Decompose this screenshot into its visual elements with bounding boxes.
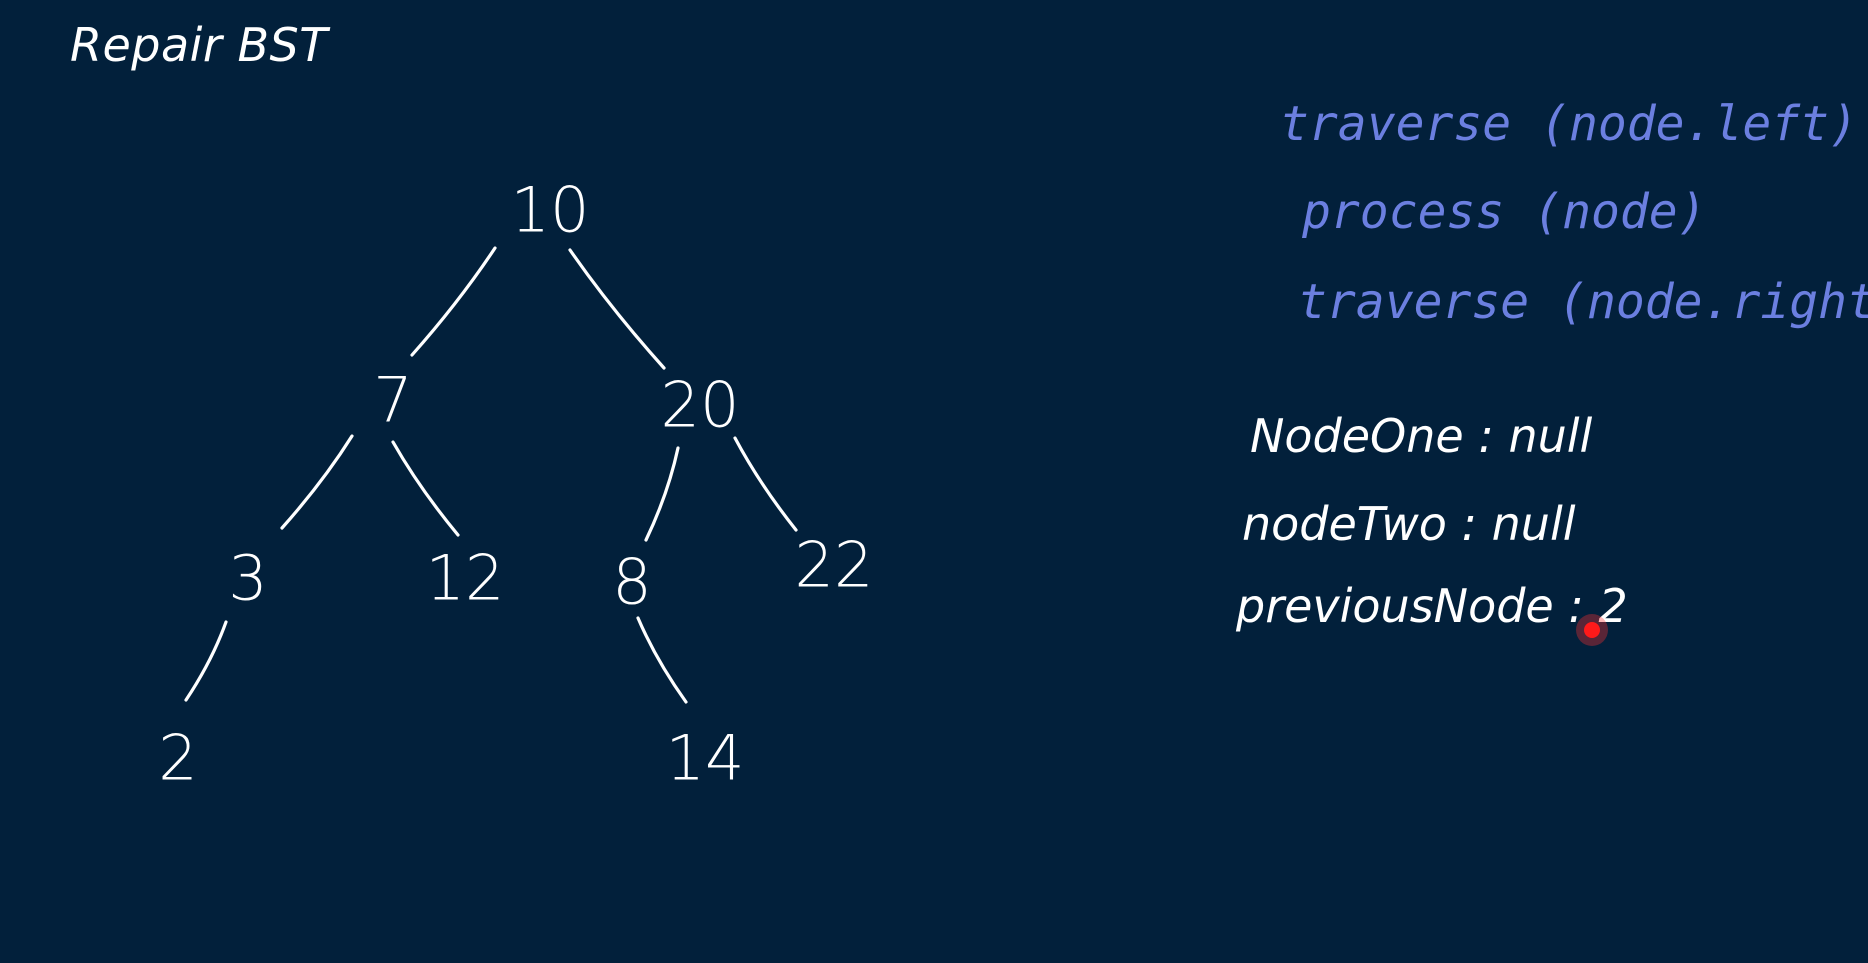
tree-node-2: 2 bbox=[158, 722, 197, 795]
code-line-traverse-right: traverse (node.right) bbox=[1298, 274, 1868, 330]
laser-pointer bbox=[1576, 614, 1608, 646]
tree-edge-n7-n3 bbox=[280, 434, 354, 530]
tree-edge-n3-n2 bbox=[184, 620, 228, 702]
tree-node-10: 10 bbox=[511, 174, 590, 247]
tree-node-7: 7 bbox=[373, 364, 412, 437]
laser-pointer-dot bbox=[1584, 622, 1600, 638]
tree-node-20: 20 bbox=[661, 369, 740, 442]
var-previous-node: previousNode : 2 bbox=[1235, 579, 1628, 633]
tree-edge-n8-n14 bbox=[636, 616, 688, 704]
tree-edge-n20-n22 bbox=[733, 436, 798, 532]
var-node-two: nodeTwo : null bbox=[1242, 497, 1576, 551]
tree-node-3: 3 bbox=[228, 542, 267, 615]
var-node-one: NodeOne : null bbox=[1250, 409, 1593, 463]
tree-edge-n10-n20 bbox=[568, 248, 666, 370]
tree-node-22: 22 bbox=[795, 529, 874, 602]
code-line-traverse-left: traverse (node.left) bbox=[1280, 96, 1858, 152]
pseudocode: traverse (node.left) process (node) trav… bbox=[1280, 96, 1868, 330]
tree-node-8: 8 bbox=[612, 546, 651, 619]
tree-edge-n7-n12 bbox=[391, 440, 460, 537]
page-title: Repair BST bbox=[70, 18, 328, 72]
tree-edge-n20-n8 bbox=[644, 446, 680, 542]
tree-node-14: 14 bbox=[666, 722, 745, 795]
tree-edges bbox=[184, 246, 798, 704]
tree-edge-n10-n7 bbox=[410, 246, 497, 357]
code-line-process: process (node) bbox=[1301, 184, 1707, 240]
tree-node-12: 12 bbox=[426, 542, 505, 615]
variables: NodeOne : null nodeTwo : null previousNo… bbox=[1235, 409, 1628, 633]
